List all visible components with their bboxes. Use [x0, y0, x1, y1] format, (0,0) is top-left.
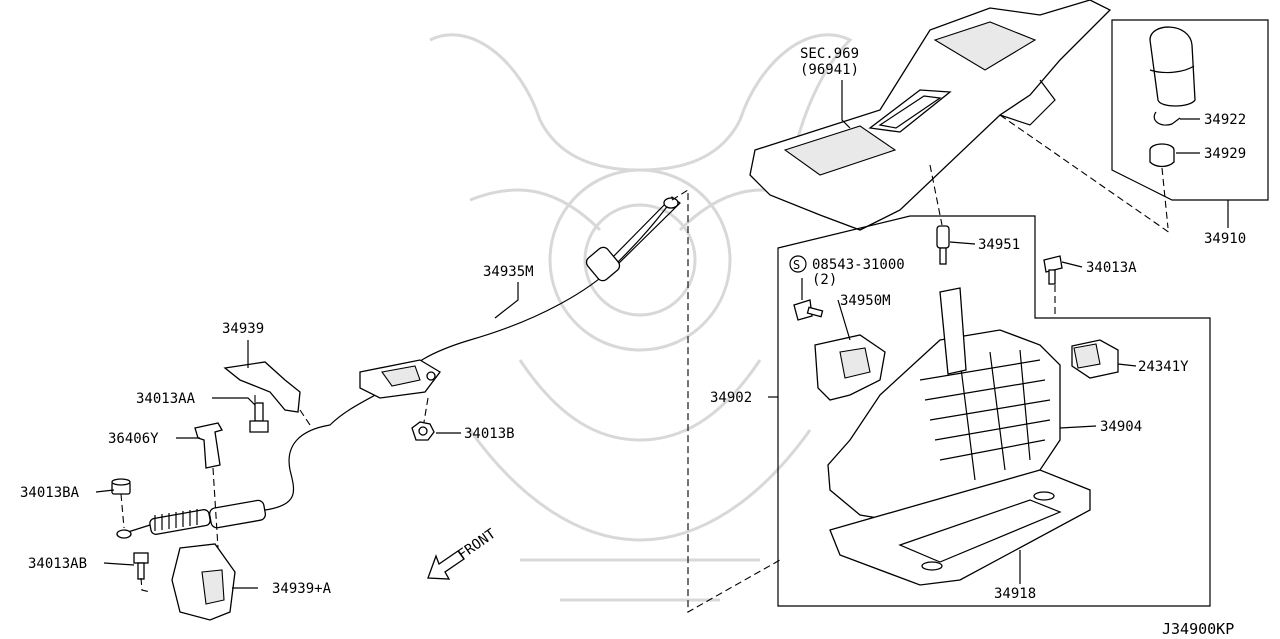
- sec-ref-line1: SEC.969: [800, 46, 859, 62]
- label-34951: 34951: [978, 237, 1020, 253]
- label-34902: 34902: [710, 390, 752, 406]
- label-34950M: 34950M: [840, 293, 891, 309]
- connector-24341Y: [1071, 339, 1119, 379]
- center-console: [749, 0, 1112, 231]
- cable-boot: [585, 246, 621, 282]
- label-34013BA: 34013BA: [20, 485, 80, 501]
- label-34013B: 34013B: [464, 426, 515, 442]
- bracket-34939: [223, 361, 301, 413]
- label-34922: 34922: [1204, 112, 1246, 128]
- bolt-34013AB: [133, 552, 149, 580]
- shift-knob: [1149, 26, 1196, 107]
- pin-34951: [936, 225, 950, 265]
- label-34939: 34939: [222, 321, 264, 337]
- knob-box: [1111, 19, 1269, 201]
- nut-34013BA: [111, 478, 131, 495]
- control-cable: [264, 199, 673, 511]
- shifter-body-34904: [827, 287, 1061, 521]
- screw-symbol: S: [793, 258, 800, 272]
- retainer-clip: [1153, 111, 1181, 126]
- knob-bushing: [1149, 143, 1175, 168]
- cable-adjuster: [116, 499, 267, 539]
- front-arrow: [427, 550, 465, 580]
- diagram-code: J34900KP: [1162, 620, 1234, 638]
- label-34910: 34910: [1204, 231, 1246, 247]
- nut-34013B: [411, 421, 435, 441]
- bolt-34013AA: [249, 402, 269, 433]
- clip-36406Y: [194, 422, 223, 469]
- plate-34918: [829, 469, 1091, 586]
- screw-08543: [793, 299, 824, 321]
- label-24341Y: 24341Y: [1138, 359, 1189, 375]
- label-34904: 34904: [1100, 419, 1142, 435]
- label-34929: 34929: [1204, 146, 1246, 162]
- screw-part-number: 08543-31000: [812, 257, 905, 273]
- watermark-emblem: [429, 33, 853, 602]
- label-34013AA: 34013AA: [136, 391, 196, 407]
- sec-ref-line2: (96941): [800, 62, 859, 78]
- bolt-34013A: [1043, 255, 1063, 285]
- label-34939A: 34939+A: [272, 581, 332, 597]
- label-34013AB: 34013AB: [28, 556, 87, 572]
- label-36406Y: 36406Y: [108, 431, 159, 447]
- assembly-frame: [777, 215, 1211, 607]
- front-label: FRONT: [455, 526, 499, 564]
- label-34918: 34918: [994, 586, 1036, 602]
- screw-quantity: (2): [812, 272, 837, 288]
- screw-symbol-circle: [789, 255, 807, 273]
- label-34935M: 34935M: [483, 264, 534, 280]
- label-34013A: 34013A: [1086, 260, 1137, 276]
